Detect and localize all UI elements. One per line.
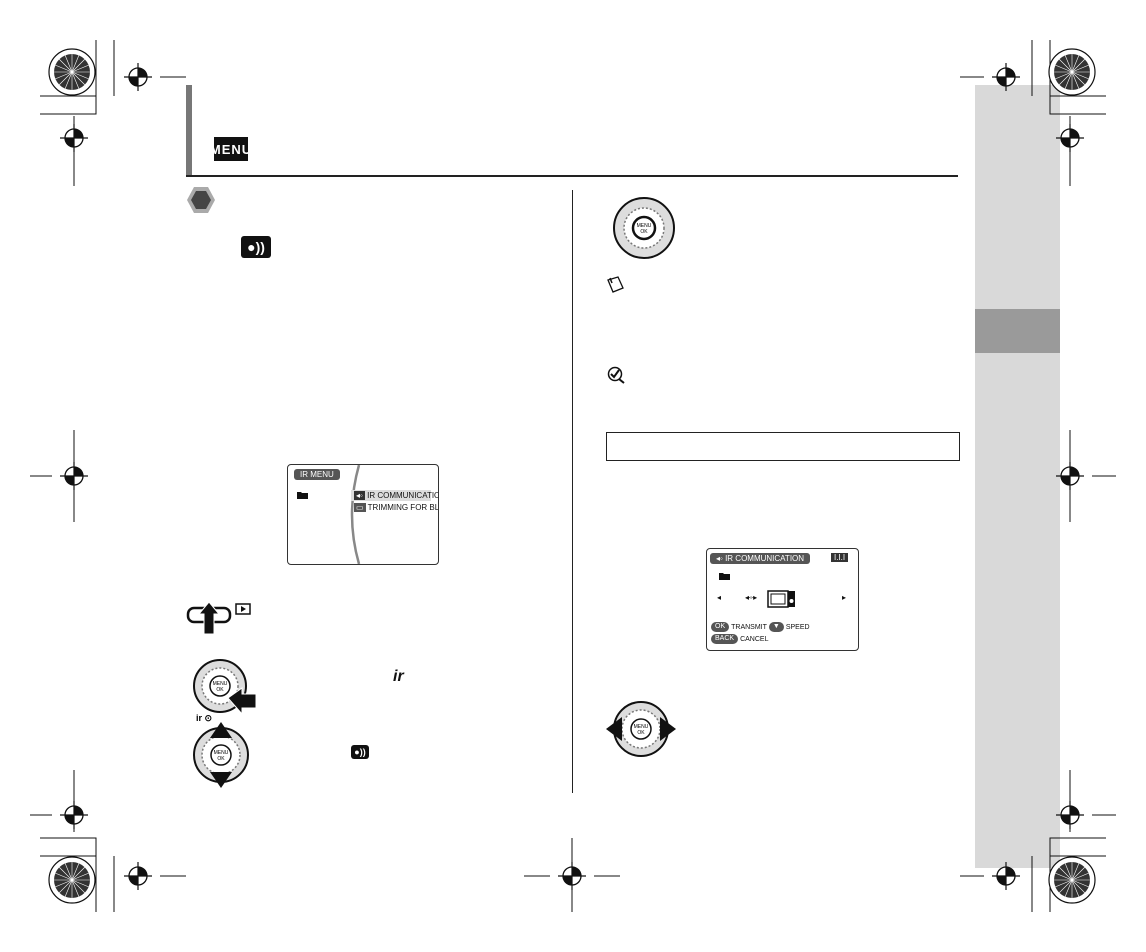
lcd-comm-title: ◂◦ IR COMMUNICATION — [710, 553, 811, 564]
lcd-comm-ok-row: OK TRANSMIT ▼ SPEED — [711, 622, 810, 632]
lcd-ir-menu: IR MENU ◂◦ IR COMMUNICATION ▭ TRIMMING F… — [287, 464, 439, 565]
dial-left-right-icon: MENU OK — [606, 701, 676, 757]
svg-text:OK: OK — [217, 756, 225, 762]
menu-badge: MENU — [210, 137, 251, 161]
lcd-comm-badge: I.I.I — [831, 553, 849, 562]
folder-icon — [719, 573, 730, 580]
playback-button-icon — [186, 601, 251, 635]
lcd-divider-arc — [350, 465, 361, 564]
lcd-comm-back-row: BACK CANCEL — [711, 634, 768, 644]
ir-mode-small-icon: ●)) — [351, 745, 369, 759]
lcd-item-trimming: ▭ TRIMMING FOR BLOG — [354, 503, 439, 512]
right-arrow-icon: ▸ — [842, 593, 847, 602]
hexagon-bullet-icon — [187, 187, 215, 213]
dial-up-down-icon: MENU OK — [193, 722, 249, 788]
svg-text:MENU: MENU — [214, 750, 229, 756]
header-rule — [186, 175, 958, 177]
side-section-tab — [975, 309, 1060, 353]
lcd-ir-communication: ◂◦ IR COMMUNICATION I.I.I ◂ ◂·◦·▸ ▸ OK T… — [706, 548, 859, 651]
svg-text:ir ⊙: ir ⊙ — [196, 713, 212, 723]
svg-text:MENU: MENU — [213, 681, 228, 687]
ir-glyph: ir — [393, 668, 404, 685]
ir-mode-icon: ●)) — [241, 236, 271, 258]
column-divider — [572, 190, 573, 793]
lcd-item-highlight — [351, 490, 431, 501]
header-accent-bar — [186, 85, 192, 175]
lcd-item-ir-communication: ◂◦ IR COMMUNICATION — [354, 491, 439, 500]
svg-text:OK: OK — [637, 730, 645, 736]
svg-text:OK: OK — [640, 229, 648, 235]
device-icon — [767, 590, 795, 608]
folder-icon — [297, 492, 308, 499]
svg-text:OK: OK — [216, 687, 224, 693]
memo-note-icon — [607, 276, 624, 293]
lcd-title: IR MENU — [294, 469, 340, 480]
svg-text:MENU: MENU — [637, 223, 652, 229]
dial-right-icon: MENU OK ir ⊙ — [193, 659, 257, 723]
side-band — [975, 85, 1060, 868]
left-arrow-icon: ◂ — [717, 593, 722, 602]
menu-ok-dial-icon: MENU OK — [613, 197, 675, 259]
ir-signal-icon: ◂·◦·▸ — [745, 593, 757, 602]
boxed-heading-frame — [606, 432, 960, 461]
caution-check-icon — [607, 366, 625, 384]
svg-text:MENU: MENU — [634, 724, 649, 730]
